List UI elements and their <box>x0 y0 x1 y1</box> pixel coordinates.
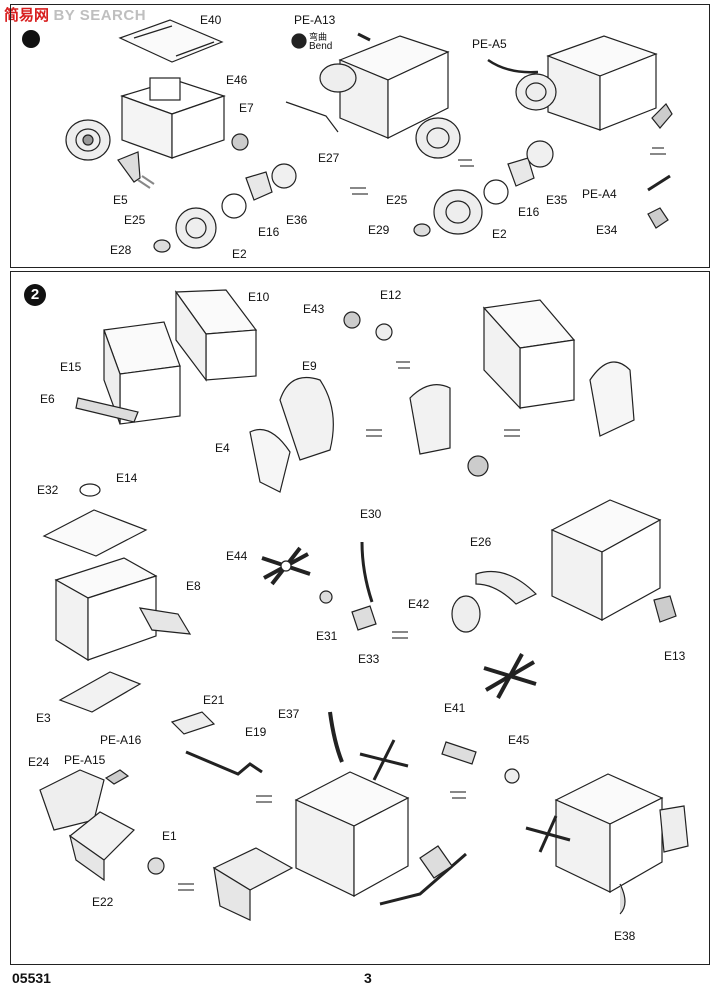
label-E5: E5 <box>113 193 128 207</box>
step-2-badge: 2 <box>24 284 46 306</box>
watermark-en: BY SEARCH <box>53 7 147 24</box>
label-E2-left: E2 <box>232 247 247 261</box>
step2-exhaust <box>170 711 344 776</box>
label-E13: E13 <box>664 649 686 663</box>
step2-water-pump <box>441 741 520 784</box>
step-2-panel <box>10 271 710 965</box>
step2-timing-cover <box>249 311 489 493</box>
label-E30: E30 <box>360 507 382 521</box>
bend-note-cn: 弯曲 <box>309 32 328 42</box>
label-E24: E24 <box>28 755 50 769</box>
label-E38: E38 <box>614 929 636 943</box>
label-E12: E12 <box>380 288 402 302</box>
step2-final-engine <box>212 739 467 921</box>
label-E9: E9 <box>302 359 317 373</box>
label-E28: E28 <box>110 243 132 257</box>
label-E42: E42 <box>408 597 430 611</box>
label-E35: E35 <box>546 193 568 207</box>
watermark: 简易网 BY SEARCH <box>4 4 146 25</box>
step2-cylinder-head <box>42 483 192 713</box>
step2-fan <box>261 541 377 631</box>
step1-gearbox-middle <box>285 32 554 237</box>
bend-note-en: Bend <box>309 41 333 52</box>
label-E37: E37 <box>278 707 300 721</box>
label-E34: E34 <box>596 223 618 237</box>
label-E27: E27 <box>318 151 340 165</box>
label-E44: E44 <box>226 549 248 563</box>
label-E21: E21 <box>203 693 225 707</box>
label-E22: E22 <box>92 895 114 909</box>
label-E45: E45 <box>508 733 530 747</box>
label-E2-right: E2 <box>492 227 507 241</box>
label-E32: E32 <box>37 483 59 497</box>
label-E16-left: E16 <box>258 225 280 239</box>
label-E16-right: E16 <box>518 205 540 219</box>
label-E19: E19 <box>245 725 267 739</box>
label-E25-left: E25 <box>124 213 146 227</box>
label-E33: E33 <box>358 652 380 666</box>
label-E31: E31 <box>316 629 338 643</box>
watermark-cn: 简易网 <box>4 7 50 24</box>
step2-block-upper-left <box>75 289 258 425</box>
label-E10: E10 <box>248 290 270 304</box>
label-PE-A16: PE-A16 <box>100 733 142 747</box>
page-number: 3 <box>364 970 372 986</box>
step2-engine-assembled <box>451 499 677 699</box>
label-E1: E1 <box>162 829 177 843</box>
step1-gearbox-right <box>487 35 673 229</box>
step-1-panel <box>10 4 710 268</box>
label-E40: E40 <box>200 13 222 27</box>
step2-final-engine-right <box>525 773 689 915</box>
label-E43: E43 <box>303 302 325 316</box>
label-E4: E4 <box>215 441 230 455</box>
label-E8: E8 <box>186 579 201 593</box>
step2-block-right <box>482 299 635 437</box>
label-E26: E26 <box>470 535 492 549</box>
label-E29: E29 <box>368 223 390 237</box>
label-E7: E7 <box>239 101 254 115</box>
label-PE-A4: PE-A4 <box>582 187 617 201</box>
step1-gearbox-left <box>65 19 297 253</box>
label-E41: E41 <box>444 701 466 715</box>
label-E15: E15 <box>60 360 82 374</box>
label-PE-A15: PE-A15 <box>64 753 106 767</box>
label-E3: E3 <box>36 711 51 725</box>
step2-transmission <box>39 769 165 882</box>
label-E46: E46 <box>226 73 248 87</box>
label-PE-A13: PE-A13 <box>294 13 336 27</box>
label-E14: E14 <box>116 471 138 485</box>
label-E6: E6 <box>40 392 55 406</box>
label-PE-A5: PE-A5 <box>472 37 507 51</box>
step-1-badge <box>22 30 40 48</box>
product-code: 05531 <box>12 970 51 986</box>
label-E25-right: E25 <box>386 193 408 207</box>
label-E36: E36 <box>286 213 308 227</box>
